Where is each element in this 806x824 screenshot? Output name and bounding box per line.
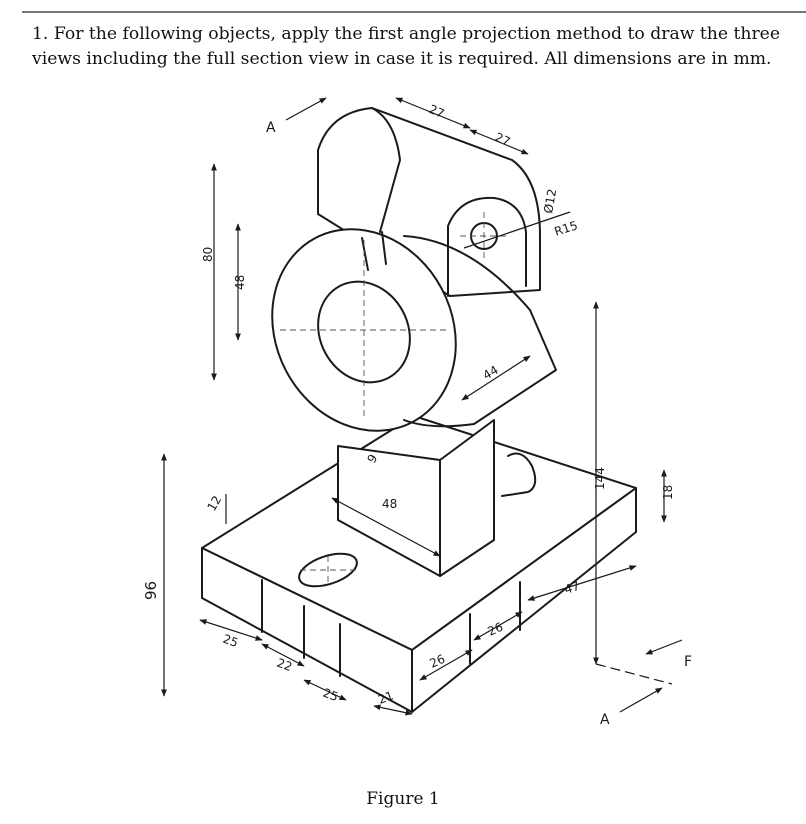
lug-outline bbox=[447, 196, 527, 297]
dim-96: 96 bbox=[142, 581, 160, 600]
view-direction-f: F bbox=[684, 654, 692, 670]
dim-27a: 27 bbox=[427, 102, 447, 121]
section-label-a-bottom: A bbox=[600, 712, 610, 728]
dim-d12: Ø12 bbox=[541, 188, 559, 215]
base-slot bbox=[501, 452, 537, 497]
dim-12b: 12 bbox=[204, 493, 224, 513]
object-outline bbox=[201, 107, 637, 713]
dim-48v: 48 bbox=[233, 275, 247, 290]
dim-27b: 27 bbox=[493, 130, 513, 149]
base-hole bbox=[298, 552, 358, 588]
dimension-lines bbox=[161, 97, 683, 716]
section-label-a-top: A bbox=[266, 120, 276, 136]
dim-144: 144 bbox=[593, 467, 607, 490]
dim-25a: 25 bbox=[221, 632, 240, 650]
section-labels: A A F bbox=[266, 120, 692, 728]
dim-80: 80 bbox=[201, 247, 215, 262]
ring-inner bbox=[317, 280, 411, 384]
dim-22: 22 bbox=[275, 656, 294, 674]
dim-48: 48 bbox=[382, 497, 397, 511]
upper-block-edge bbox=[371, 107, 401, 233]
question-number: 1. bbox=[32, 24, 49, 44]
dim-44: 44 bbox=[481, 363, 501, 383]
question-body: For the following objects, apply the fir… bbox=[32, 24, 781, 69]
dim-r15: R15 bbox=[553, 218, 580, 239]
dim-21: 21 bbox=[376, 688, 395, 706]
dim-26a: 26 bbox=[428, 652, 448, 671]
figure-caption: Figure 1 bbox=[366, 789, 440, 809]
question-text: 1. For the following objects, apply the … bbox=[32, 22, 792, 72]
dim-47: 47 bbox=[563, 579, 582, 597]
ring-side bbox=[403, 235, 557, 428]
construction-lines bbox=[280, 212, 508, 584]
top-divider bbox=[22, 11, 806, 13]
dim-18: 18 bbox=[661, 485, 675, 500]
dim-26b: 26 bbox=[486, 620, 506, 639]
ring-slot bbox=[361, 231, 387, 271]
base-panel-lines bbox=[261, 579, 521, 677]
dim-25b: 25 bbox=[321, 686, 340, 704]
